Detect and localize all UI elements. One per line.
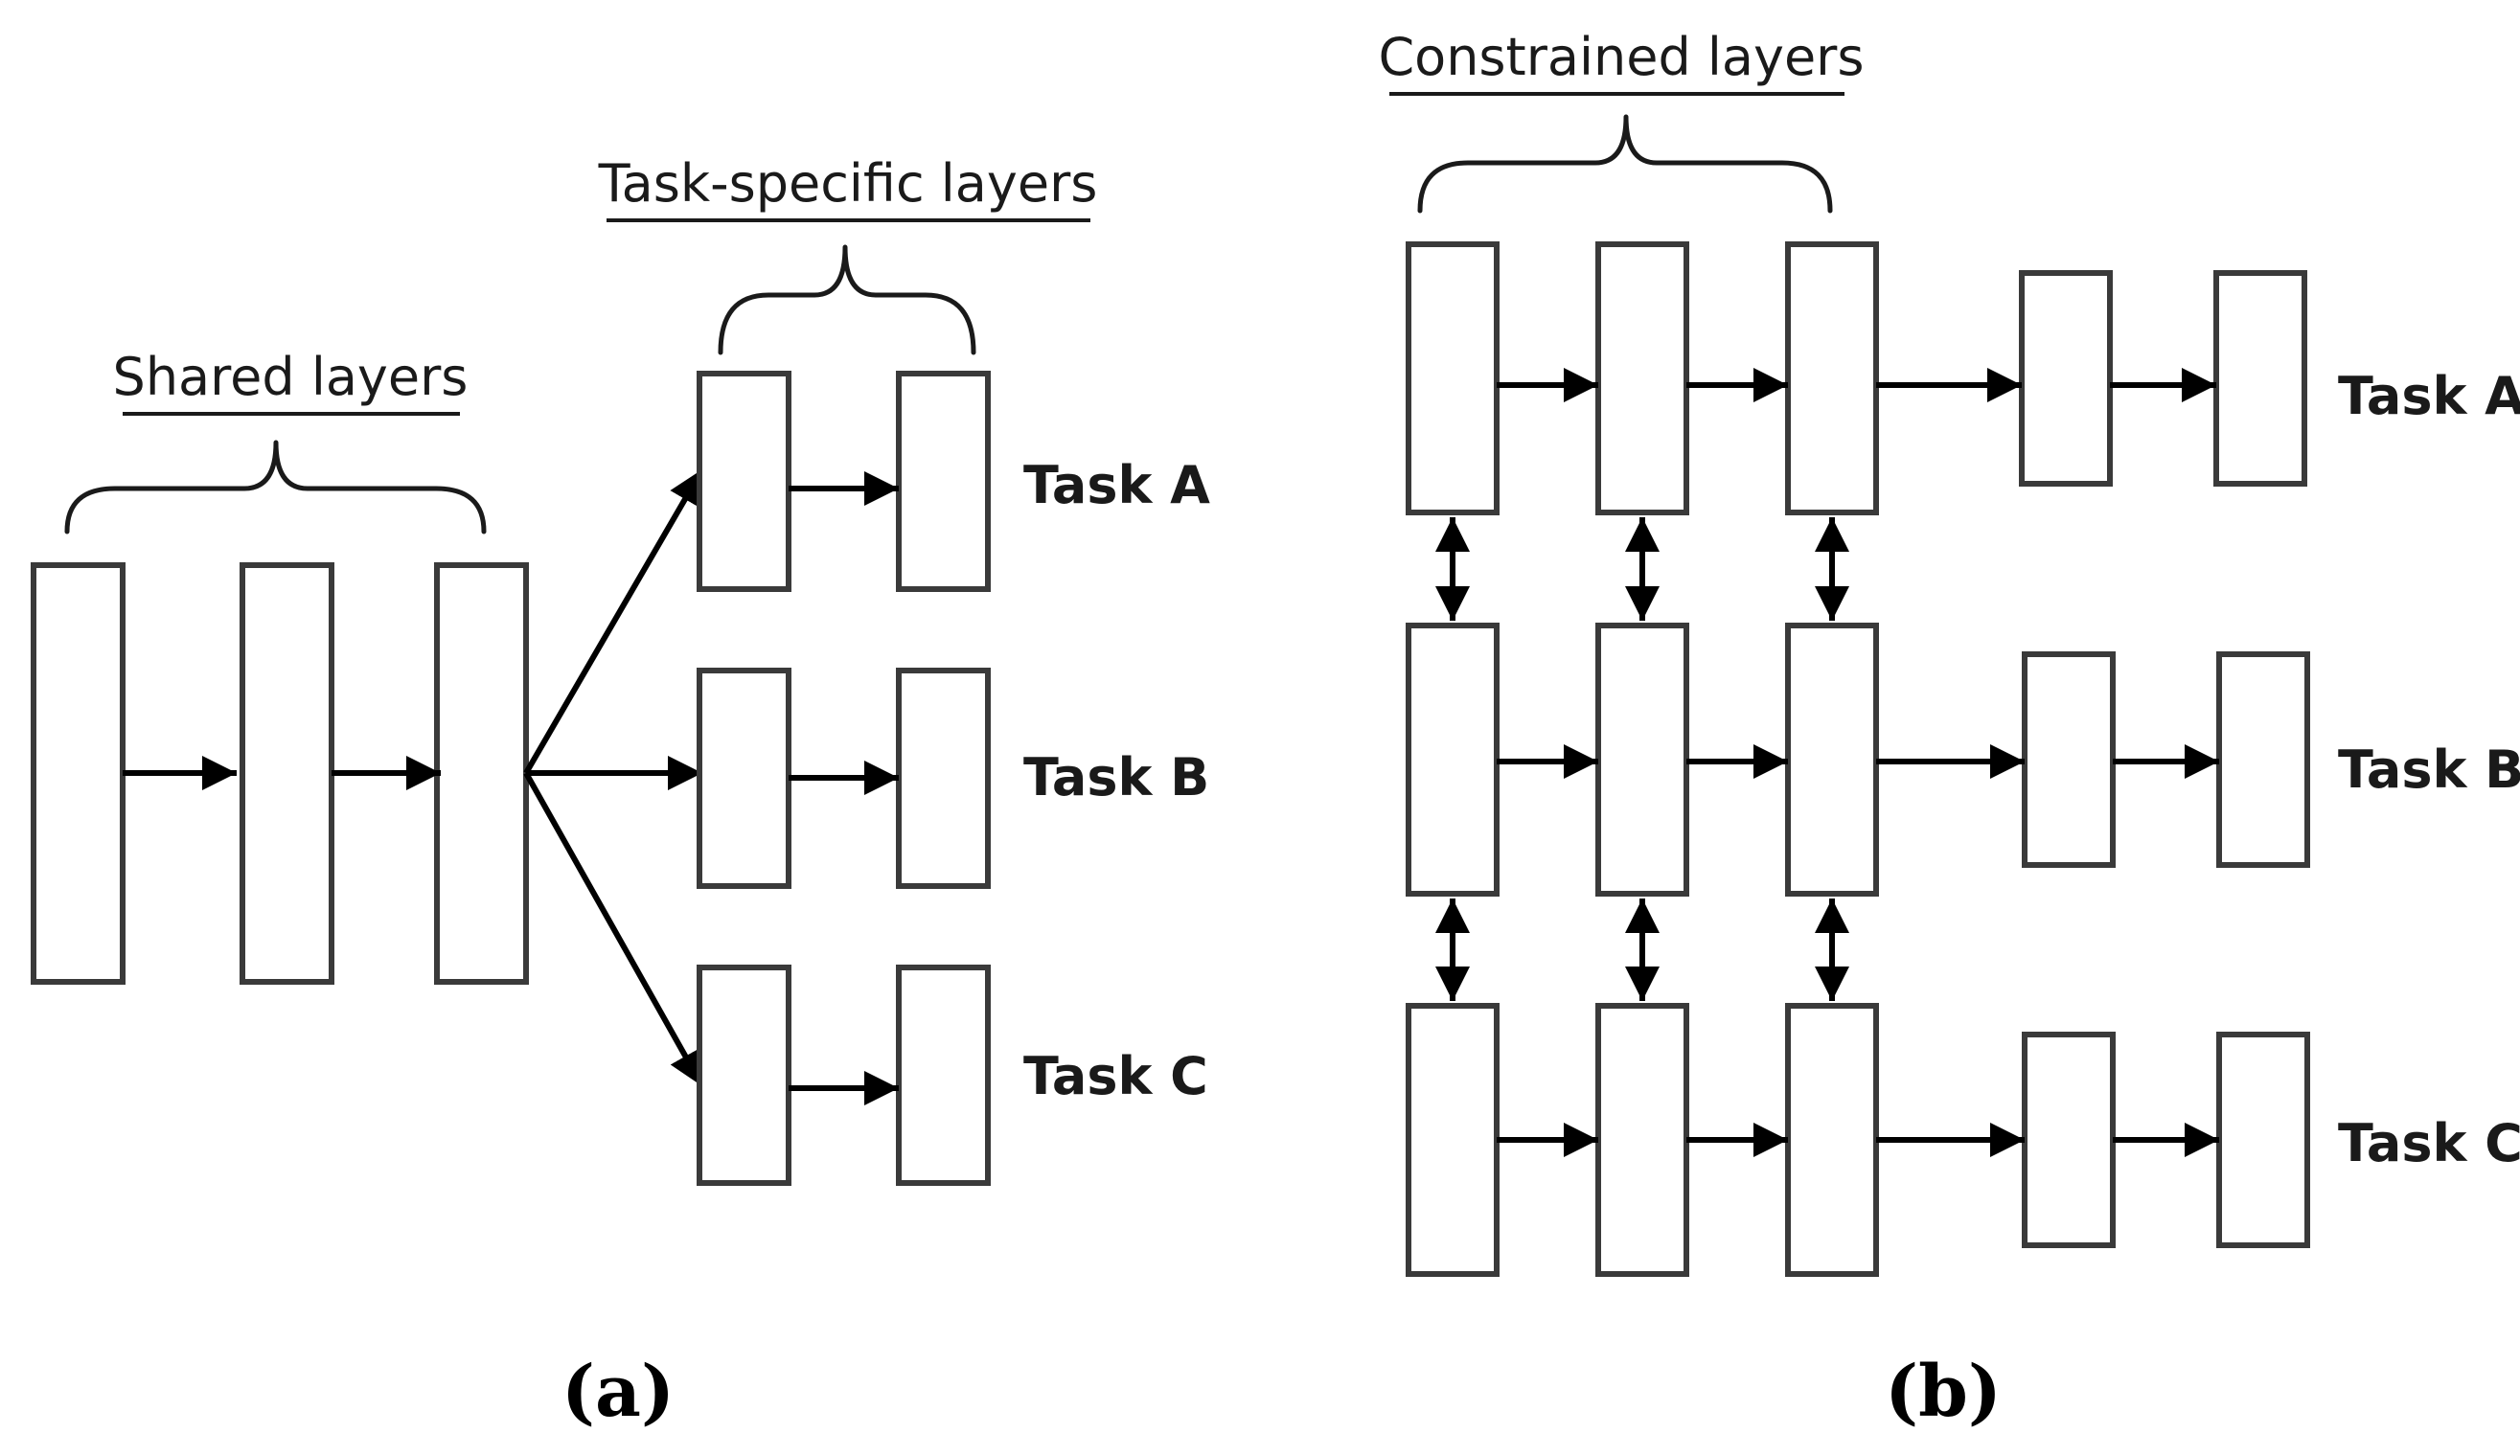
task-a-layer-2 [896,371,991,592]
b-task-b-layer-4 [2022,651,2116,868]
shared-layer-2 [240,562,334,985]
b-task-b-layer-5 [2216,651,2310,868]
constrained-layers-brace [1417,114,1833,214]
caption-a: (a) [561,1351,675,1433]
b-task-a-label: Task A [2338,366,2520,426]
task-specific-layers-brace [718,244,976,355]
b-task-c-layer-2 [1595,1003,1689,1277]
shared-layer-1 [31,562,126,985]
task-specific-layers-label: Task-specific layers [598,153,1098,214]
task-b-layer-2 [896,668,991,889]
task-c-layer-1 [697,965,791,1186]
arrow-to-task-a [523,467,705,775]
task-a-label: Task A [1023,455,1210,515]
b-task-a-layer-1 [1406,241,1500,515]
b-task-a-layer-4 [2019,270,2113,487]
task-a-layer-1 [697,371,791,592]
b-task-c-layer-4 [2022,1032,2116,1248]
b-task-a-layer-3 [1785,241,1879,515]
constrained-layers-label: Constrained layers [1378,27,1864,87]
b-task-c-layer-3 [1785,1003,1879,1277]
b-task-b-layer-3 [1785,623,1879,897]
b-task-a-layer-5 [2213,270,2307,487]
task-c-layer-2 [896,965,991,1186]
task-b-label: Task B [1023,747,1209,808]
shared-layers-brace [64,440,487,535]
task-b-layer-1 [697,668,791,889]
b-task-b-layer-2 [1595,623,1689,897]
b-task-b-layer-1 [1406,623,1500,897]
b-task-c-layer-1 [1406,1003,1500,1277]
panel-a: Shared layers Task-specific layers Task … [31,153,1210,1433]
caption-b: (b) [1885,1351,2002,1433]
b-task-c-layer-5 [2216,1032,2310,1248]
panel-b: Constrained layers Task A Task B [1378,27,2520,1433]
arrow-to-task-c [523,771,705,1088]
task-c-label: Task C [1023,1046,1208,1106]
shared-layers-label: Shared layers [113,347,469,407]
b-task-c-label: Task C [2338,1113,2520,1173]
b-task-b-label: Task B [2338,739,2520,800]
b-task-a-layer-2 [1595,241,1689,515]
shared-layer-3 [434,562,529,985]
